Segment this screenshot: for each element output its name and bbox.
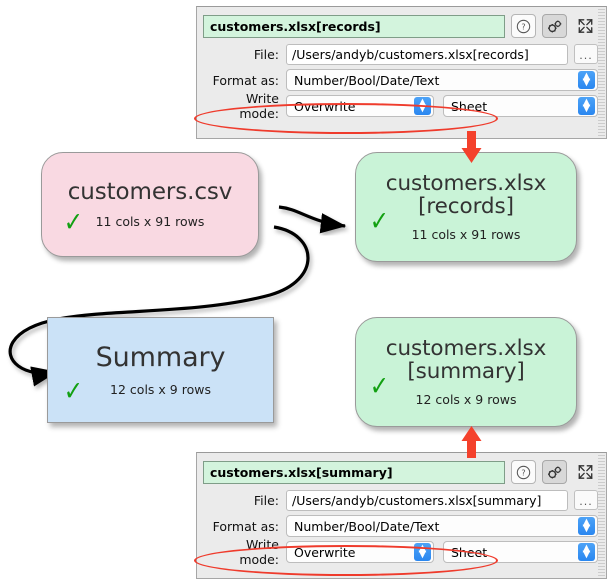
write-mode-row: Write mode: Overwrite ▲▼ Sheet ▲▼ bbox=[197, 537, 606, 567]
help-circle-icon[interactable]: ? bbox=[511, 14, 536, 38]
write-mode-row: Write mode: Overwrite ▲▼ Sheet ▲▼ bbox=[197, 91, 606, 121]
node-title-line2: [summary] bbox=[407, 359, 525, 384]
svg-text:?: ? bbox=[521, 22, 525, 31]
node-title: customers.xlsx [records] bbox=[386, 172, 547, 218]
format-row: Format as: Number/Bool/Date/Text ▲▼ bbox=[197, 513, 606, 539]
file-row: File: /Users/andyb/customers.xlsx[record… bbox=[197, 41, 606, 67]
chevron-updown-icon: ▲▼ bbox=[578, 543, 595, 561]
write-mode-label: Write mode: bbox=[239, 537, 279, 567]
edge-csv-to-summary bbox=[8, 225, 310, 387]
chevron-updown-icon: ▲▼ bbox=[578, 517, 595, 535]
node-title-line1: customers.xlsx bbox=[385, 170, 547, 196]
panel-scroll-grip[interactable] bbox=[598, 455, 605, 576]
node-customers-csv[interactable]: ✓ customers.csv 11 cols x 91 rows bbox=[41, 152, 259, 257]
node-title-line2: [records] bbox=[418, 194, 514, 219]
format-select[interactable]: Number/Bool/Date/Text ▲▼ bbox=[286, 515, 598, 537]
chevron-updown-icon: ▲▼ bbox=[414, 97, 431, 115]
properties-panel-summary[interactable]: customers.xlsx[summary] ? bbox=[196, 452, 607, 579]
format-select[interactable]: Number/Bool/Date/Text ▲▼ bbox=[286, 69, 598, 91]
file-row: File: /Users/andyb/customers.xlsx[summar… bbox=[197, 487, 606, 513]
write-mode-value: Overwrite bbox=[294, 98, 356, 114]
chevron-updown-icon: ▲▼ bbox=[414, 543, 431, 561]
panel-title-row: customers.xlsx[records] ? bbox=[197, 7, 606, 41]
sheet-select[interactable]: Sheet ▲▼ bbox=[443, 541, 598, 563]
node-title: customers.csv bbox=[67, 179, 233, 206]
write-mode-value: Overwrite bbox=[294, 544, 356, 560]
panel-scroll-grip[interactable] bbox=[598, 9, 605, 136]
write-mode-select[interactable]: Overwrite ▲▼ bbox=[286, 541, 434, 563]
node-subtitle: 11 cols x 91 rows bbox=[411, 227, 521, 243]
edge-csv-to-records bbox=[278, 205, 347, 234]
browse-button[interactable]: ... bbox=[574, 44, 598, 64]
node-customers-xlsx-summary[interactable]: ✓ customers.xlsx [summary] 12 cols x 9 r… bbox=[355, 317, 577, 427]
node-subtitle: 12 cols x 9 rows bbox=[415, 392, 517, 408]
check-icon: ✓ bbox=[63, 376, 83, 407]
browse-button[interactable]: ... bbox=[574, 490, 598, 510]
file-input[interactable]: /Users/andyb/customers.xlsx[summary] bbox=[286, 489, 568, 511]
node-title-line1: customers.xlsx bbox=[385, 335, 547, 361]
panel-title-row: customers.xlsx[summary] ? bbox=[197, 453, 606, 487]
check-icon: ✓ bbox=[369, 371, 389, 402]
expand-arrows-icon[interactable] bbox=[573, 14, 598, 38]
file-label: File: bbox=[253, 492, 279, 508]
help-circle-icon[interactable]: ? bbox=[511, 460, 536, 484]
file-label: File: bbox=[253, 46, 279, 62]
cogs-icon[interactable] bbox=[542, 460, 567, 484]
format-label: Format as: bbox=[212, 518, 279, 534]
cogs-icon[interactable] bbox=[542, 14, 567, 38]
sheet-value: Sheet bbox=[451, 98, 488, 114]
panel-title-field[interactable]: customers.xlsx[records] bbox=[203, 14, 505, 38]
check-icon: ✓ bbox=[63, 207, 83, 238]
chevron-updown-icon: ▲▼ bbox=[578, 97, 595, 115]
node-title: customers.xlsx [summary] bbox=[386, 337, 547, 383]
format-row: Format as: Number/Bool/Date/Text ▲▼ bbox=[197, 67, 606, 93]
format-label: Format as: bbox=[212, 72, 279, 88]
svg-text:?: ? bbox=[521, 468, 525, 477]
properties-panel-records[interactable]: customers.xlsx[records] ? bbox=[196, 6, 607, 139]
check-icon: ✓ bbox=[369, 206, 389, 237]
node-customers-xlsx-records[interactable]: ✓ customers.xlsx [records] 11 cols x 91 … bbox=[355, 152, 577, 262]
format-value: Number/Bool/Date/Text bbox=[294, 72, 440, 88]
node-subtitle: 12 cols x 9 rows bbox=[110, 381, 211, 397]
panel-title-field[interactable]: customers.xlsx[summary] bbox=[203, 460, 505, 484]
file-input[interactable]: /Users/andyb/customers.xlsx[records] bbox=[286, 43, 568, 65]
expand-arrows-icon[interactable] bbox=[573, 460, 598, 484]
sheet-value: Sheet bbox=[451, 544, 488, 560]
annotation-arrow-up bbox=[461, 426, 482, 458]
node-title: Summary bbox=[95, 342, 226, 374]
write-mode-select[interactable]: Overwrite ▲▼ bbox=[286, 95, 434, 117]
format-value: Number/Bool/Date/Text bbox=[294, 518, 440, 534]
node-summary[interactable]: ✓ Summary 12 cols x 9 rows bbox=[47, 317, 274, 423]
sheet-select[interactable]: Sheet ▲▼ bbox=[443, 95, 598, 117]
write-mode-label: Write mode: bbox=[239, 91, 279, 121]
chevron-updown-icon: ▲▼ bbox=[578, 71, 595, 89]
annotation-arrow-down bbox=[461, 131, 482, 163]
node-subtitle: 11 cols x 91 rows bbox=[95, 213, 205, 229]
